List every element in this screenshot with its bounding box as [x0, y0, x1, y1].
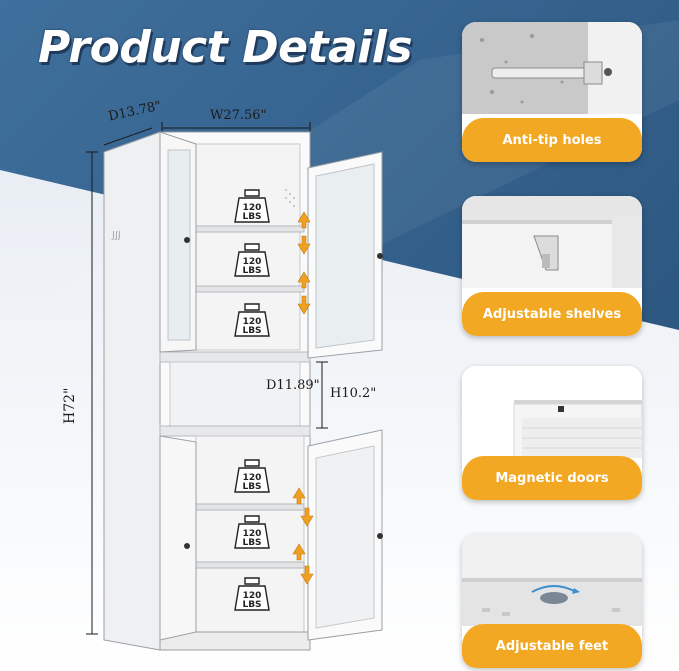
- weight-value: 120: [242, 203, 262, 213]
- feature-label: Adjustable feet: [462, 624, 642, 668]
- feature-label: Anti-tip holes: [462, 118, 642, 162]
- anti-tip-photo-icon: [462, 22, 642, 114]
- weight-badge: 120 LBS: [235, 186, 269, 222]
- feature-card-adjustable-feet: Adjustable feet: [462, 534, 642, 668]
- feature-card-anti-tip: Anti-tip holes: [462, 22, 642, 162]
- weight-value: 120: [242, 317, 262, 327]
- open-depth-dimension: D11.89": [266, 378, 320, 393]
- width-dimension: W27.56": [210, 108, 267, 123]
- page-title: Product Details: [38, 22, 413, 73]
- weight-value: 120: [242, 257, 262, 267]
- weight-unit: LBS: [242, 482, 262, 492]
- open-height-dimension: H10.2": [330, 386, 377, 401]
- height-dimension: H72": [62, 387, 78, 424]
- weight-badge: 120 LBS: [235, 300, 269, 336]
- feature-card-adjustable-shelves: Adjustable shelves: [462, 196, 642, 336]
- weight-value: 120: [242, 591, 262, 601]
- feature-label: Magnetic doors: [462, 456, 642, 500]
- weight-unit: LBS: [242, 266, 262, 276]
- weight-value: 120: [242, 473, 262, 483]
- weight-unit: LBS: [242, 212, 262, 222]
- shelf-bracket-photo-icon: [462, 196, 642, 288]
- weight-badge: 120 LBS: [235, 456, 269, 492]
- weight-badge: 120 LBS: [235, 240, 269, 276]
- weight-unit: LBS: [242, 326, 262, 336]
- weight-badge: 120 LBS: [235, 574, 269, 610]
- feature-label: Adjustable shelves: [462, 292, 642, 336]
- weight-badge: 120 LBS: [235, 512, 269, 548]
- weight-value: 120: [242, 529, 262, 539]
- weight-unit: LBS: [242, 538, 262, 548]
- leveling-foot-photo-icon: [462, 534, 642, 626]
- weight-unit: LBS: [242, 600, 262, 610]
- svg-text:JJJ: JJJ: [111, 230, 121, 241]
- feature-card-magnetic-doors: Magnetic doors: [462, 366, 642, 500]
- magnetic-door-photo-icon: [462, 366, 642, 458]
